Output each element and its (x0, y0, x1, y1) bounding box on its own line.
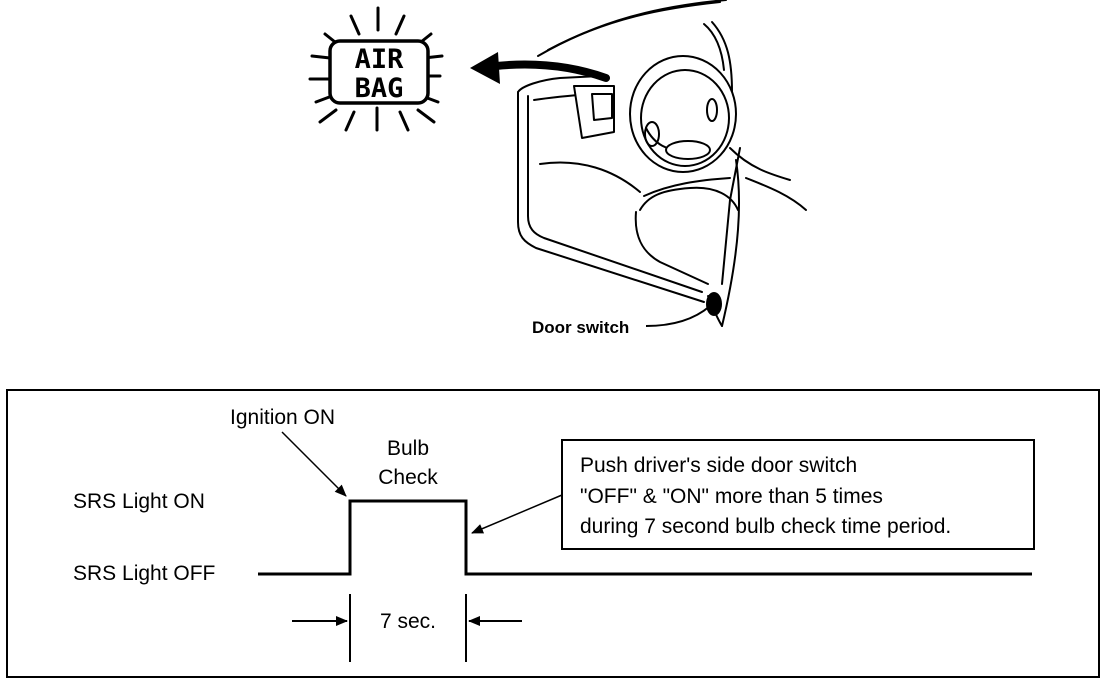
door-switch-icon (706, 292, 722, 316)
duration-dimension (292, 594, 522, 662)
door-switch-leader (645, 305, 711, 327)
bulb-check-label-line1: Bulb (387, 437, 429, 460)
door-switch-label: Door switch (532, 318, 629, 337)
timing-chart-frame (6, 389, 1100, 678)
ignition-on-label: Ignition ON (230, 406, 335, 429)
instruction-line-2: "OFF" & "ON" more than 5 times (580, 485, 883, 508)
light-rays (308, 6, 444, 132)
instruction-line-3: during 7 second bulb check time period. (580, 515, 951, 538)
curved-arrow-to-light (470, 52, 610, 84)
srs-light-on-label: SRS Light ON (73, 490, 205, 513)
instruction-box (561, 439, 1035, 550)
warning-light-line1: AIR (355, 44, 405, 75)
warning-light-frame (328, 39, 430, 105)
warning-light-line2: BAG (355, 73, 404, 104)
srs-light-off-label: SRS Light OFF (73, 562, 215, 585)
driver-door-illustration (517, 0, 807, 327)
srs-light-signal-trace (258, 499, 1032, 576)
instruction-arrow (471, 494, 563, 534)
bulb-check-label-line2: Check (378, 466, 438, 489)
instruction-line-1: Push driver's side door switch (580, 454, 857, 477)
ignition-arrow (281, 431, 347, 497)
airbag-warning-light-icon: AIR BAG (308, 6, 444, 132)
duration-label: 7 sec. (380, 610, 436, 633)
